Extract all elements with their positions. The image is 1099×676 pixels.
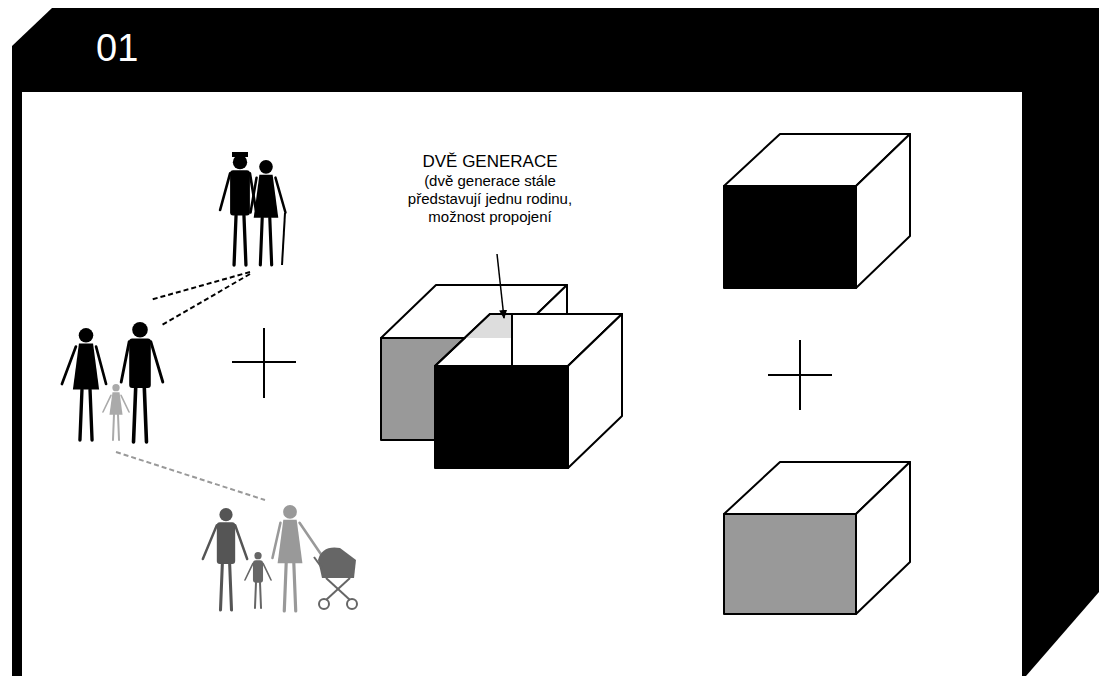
figure-part: [90, 390, 92, 440]
figure-part: [254, 552, 261, 559]
figure-part: [112, 384, 119, 391]
figure-part: [300, 523, 324, 558]
figure-part: [235, 525, 247, 559]
figure-part: [233, 155, 247, 169]
figure-part: [232, 152, 248, 157]
figure-part: [118, 415, 119, 440]
figure-part: [260, 218, 262, 265]
figure-part: [260, 583, 261, 608]
figure-part: [244, 216, 246, 266]
figure-part: [282, 213, 285, 265]
figure-part: [151, 342, 163, 382]
figure-part: [121, 342, 129, 382]
figure-part: [220, 564, 222, 610]
plus-sign: [768, 340, 832, 410]
black-cube: [724, 134, 910, 288]
figure-part: [203, 525, 217, 559]
figure-part: [134, 388, 136, 442]
generation-link: [116, 452, 265, 500]
figure-part: [220, 173, 230, 210]
figure-part: [284, 563, 286, 611]
figure-part: [263, 563, 271, 580]
figure-part: [326, 578, 350, 600]
figure-part: [314, 557, 322, 568]
figure-part: [283, 505, 297, 519]
people-figures: [62, 152, 357, 611]
figure-part: [219, 508, 232, 521]
figure-part: [275, 178, 285, 213]
figure-part: [79, 328, 94, 343]
figure-part: [251, 178, 257, 213]
figure-part: [254, 175, 279, 218]
figure-part: [96, 347, 106, 384]
figure-part: [80, 390, 82, 440]
grey-cube: [724, 462, 910, 614]
figure-part: [73, 344, 99, 390]
frame-border: [12, 8, 1099, 676]
figure-part: [103, 395, 111, 412]
figure-part: [230, 564, 232, 610]
callout-arrow: [497, 254, 504, 318]
white-panel: [22, 92, 1022, 676]
generation-link: [150, 272, 250, 300]
figure-part: [121, 395, 129, 412]
figure-part: [318, 548, 356, 579]
figure-part: [230, 170, 250, 215]
figure-part: [253, 560, 263, 583]
callout-note: (dvě generace stále představují jednu ro…: [390, 172, 590, 226]
plus-sign: [232, 328, 296, 398]
figure-part: [113, 415, 114, 440]
figure-part: [272, 523, 280, 558]
figure-part: [129, 339, 151, 388]
figure-part: [234, 216, 236, 266]
section-number: 01: [96, 26, 216, 72]
generation-link: [160, 274, 250, 326]
figure-part: [144, 388, 146, 442]
figure-part: [326, 578, 350, 600]
figure-part: [270, 218, 272, 265]
overlapping-cubes: [381, 285, 622, 468]
figure-part: [62, 347, 76, 384]
figure-part: [278, 520, 303, 564]
figure-part: [245, 563, 253, 580]
figure-part: [319, 599, 329, 609]
callout-heading: DVĚ GENERACE: [400, 152, 580, 172]
figure-part: [132, 322, 148, 338]
figure-part: [217, 522, 235, 564]
figure-part: [259, 160, 273, 174]
figure-part: [294, 563, 296, 611]
figure-part: [347, 599, 357, 609]
figure-part: [255, 583, 256, 608]
